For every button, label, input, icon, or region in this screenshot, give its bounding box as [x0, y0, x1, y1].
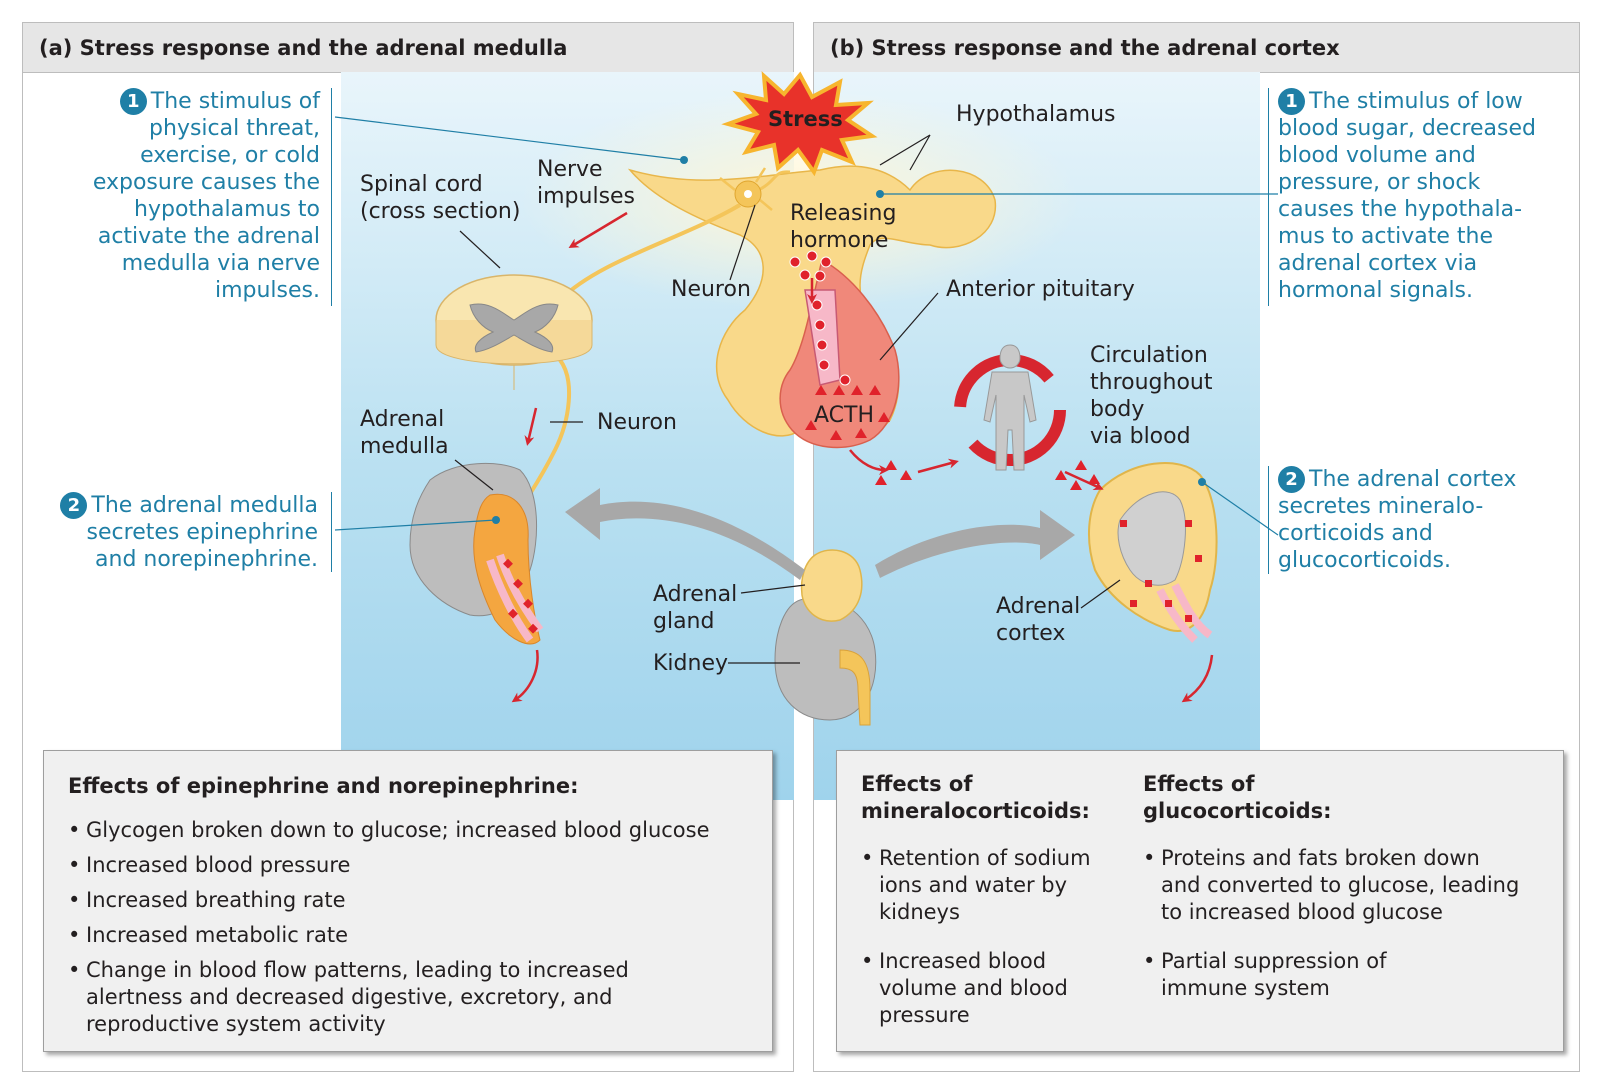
- spinal-cord-label: Spinal cord (cross section): [360, 172, 521, 224]
- step-b1-number: 1: [1278, 88, 1305, 115]
- anterior-pituitary-label: Anterior pituitary: [946, 277, 1135, 302]
- step-b1-bar: [1268, 88, 1269, 306]
- step-a2-number: 2: [60, 492, 88, 519]
- hypothalamus-label: Hypothalamus: [956, 102, 1116, 127]
- list-item: Increased blood volume and blood pressur…: [861, 948, 1111, 1029]
- list-item: Partial suppression of immune system: [1143, 948, 1543, 1002]
- list-item: Change in blood flow patterns, leading t…: [68, 957, 758, 1038]
- effects-gluco-list: Proteins and fats broken down and conver…: [1143, 845, 1543, 1002]
- neuron-mid-label: Neuron: [597, 410, 677, 435]
- anterior-pituitary: [779, 258, 900, 449]
- releasing-hormone-label: Releasing hormone: [790, 201, 897, 253]
- nerve-impulses-label: Nerve impulses: [537, 157, 636, 209]
- effects-mineral-list: Retention of sodium ions and water by ki…: [861, 845, 1111, 1029]
- effects-box-epinephrine: Effects of epinephrine and norepinephrin…: [43, 750, 773, 1052]
- adrenal-medulla-label: Adrenal medulla: [360, 407, 449, 459]
- effects-a-heading: Effects of epinephrine and norepinephrin…: [68, 774, 579, 798]
- step-a1-bar: [331, 88, 332, 306]
- list-item: Glycogen broken down to glucose; increas…: [68, 817, 758, 844]
- adrenal-cortex-illustration: [1087, 462, 1218, 643]
- list-item: Increased breathing rate: [68, 887, 758, 914]
- neuron-top-label: Neuron: [671, 277, 751, 302]
- step-b2-number: 2: [1278, 466, 1305, 493]
- step-b2-bar: [1268, 466, 1269, 574]
- list-item: Proteins and fats broken down and conver…: [1143, 845, 1543, 926]
- acth-label: ACTH: [814, 403, 875, 428]
- step-a2-bar: [331, 492, 332, 572]
- acth-triangles: [805, 385, 1100, 490]
- effects-a-list: Glycogen broken down to glucose; increas…: [68, 817, 758, 1038]
- circulation-label: Circulation throughout body via blood: [1090, 343, 1213, 449]
- list-item: Retention of sodium ions and water by ki…: [861, 845, 1111, 926]
- releasing-hormone-dots: [789, 250, 851, 386]
- teal-leader-dots: [492, 156, 1206, 524]
- list-item: Increased metabolic rate: [68, 922, 758, 949]
- step-a1-number: 1: [119, 88, 147, 115]
- panel-a-title: (a) Stress response and the adrenal medu…: [23, 23, 793, 73]
- kidney-label: Kidney: [653, 651, 729, 676]
- adrenal-cortex-label: Adrenal cortex: [996, 594, 1081, 646]
- gray-arrow-right: [875, 510, 1075, 578]
- adrenal-medulla-illustration: [409, 462, 544, 645]
- effects-gluco-heading: Effects of glucocorticoids:: [1143, 772, 1332, 823]
- adrenal-gland-label: Adrenal gland: [653, 582, 738, 634]
- teal-leader-lines: [334, 116, 1279, 536]
- kidney-illustration: [774, 596, 877, 726]
- effects-box-corticoids: Effects of mineralocorticoids: Retention…: [836, 750, 1564, 1052]
- adrenal-gland-shape: [800, 549, 863, 622]
- stress-label: Stress: [768, 107, 843, 131]
- gray-arrow-left: [565, 488, 805, 580]
- spinal-cord: [435, 274, 593, 390]
- stress-burst: [721, 71, 878, 177]
- red-arrows: [511, 211, 1214, 703]
- effects-mineral-heading: Effects of mineralocorticoids:: [861, 772, 1090, 823]
- circulation-icon: [954, 344, 1066, 471]
- neuron-top: [719, 167, 791, 217]
- list-item: Increased blood pressure: [68, 852, 758, 879]
- leader-lines: [454, 134, 1121, 664]
